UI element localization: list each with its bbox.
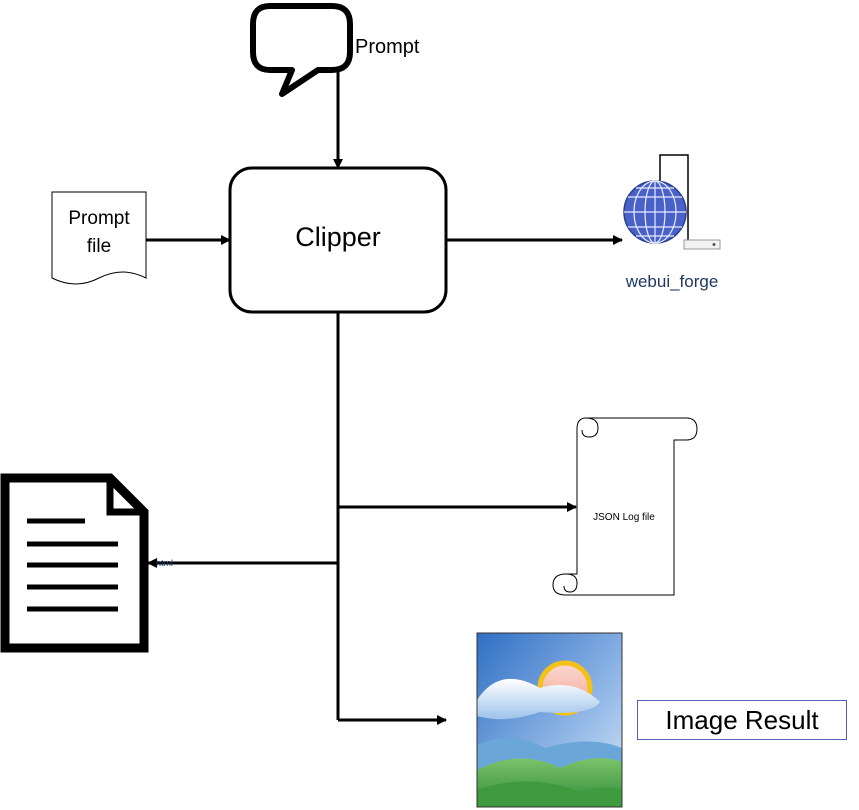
landscape-picture-icon (476, 632, 623, 808)
speech-bubble-icon (250, 3, 353, 97)
image-result-box: Image Result (637, 700, 847, 740)
document-icon (51, 191, 147, 285)
globe-server-icon (623, 154, 721, 250)
clipper-label: Clipper (295, 222, 381, 252)
scroll-icon (552, 417, 698, 596)
prompt-label: Prompt (355, 36, 420, 58)
json-log-label: JSON Log file (593, 512, 655, 523)
webui-label: webui_forge (625, 272, 719, 291)
prompt-file-label-line2: file (86, 236, 112, 257)
text-document-icon (0, 473, 149, 653)
image-result-label: Image Result (665, 705, 819, 735)
html-file-label: html (156, 558, 174, 568)
prompt-file-label: Prompt file (52, 205, 146, 261)
prompt-file-label-line1: Prompt (68, 208, 130, 229)
